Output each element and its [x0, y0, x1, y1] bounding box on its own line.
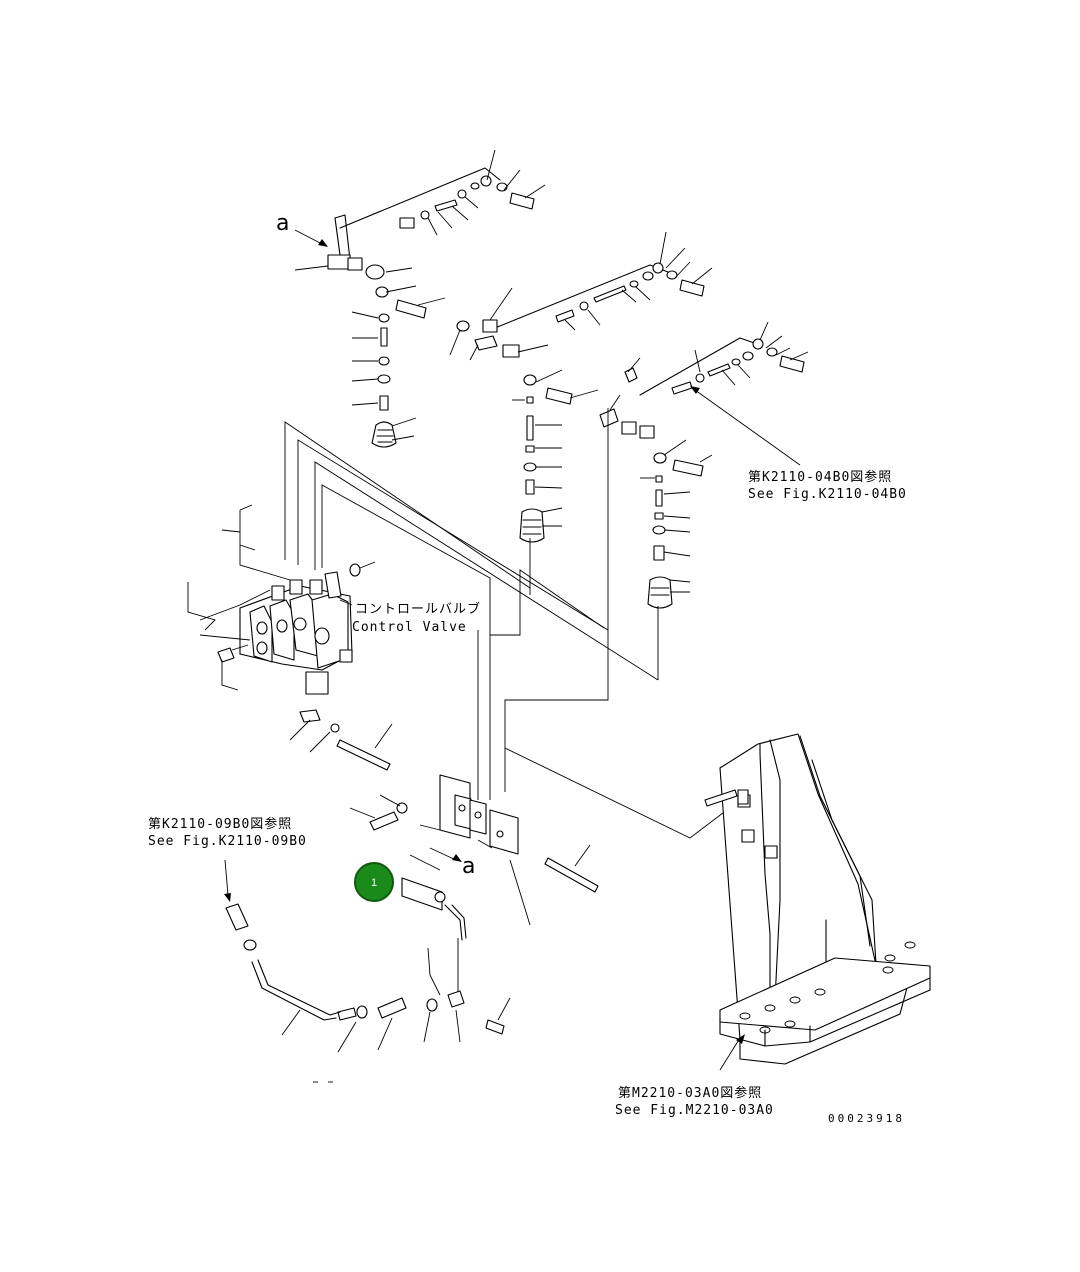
control-valve-block: [187, 504, 376, 695]
ref-m2210-03a0-en: See Fig.M2210-03A0: [615, 1103, 774, 1118]
callout-1[interactable]: 1: [354, 862, 394, 902]
cable-routing: [284, 408, 741, 839]
ref-k2110-09b0-en: See Fig.K2110-09B0: [148, 834, 307, 849]
callout-1-number[interactable]: 1: [371, 877, 377, 889]
control-valve-label-en: Control Valve: [352, 620, 467, 635]
callout-1-circle[interactable]: [354, 862, 394, 902]
view-a-mid: a: [429, 847, 475, 879]
ref-m2210-03a0-jp: 第M2210-03A0図参照: [618, 1085, 762, 1101]
view-a-mid-label: a: [462, 854, 475, 879]
linkage-middle: [449, 231, 713, 543]
ref-k2110-04b0-en: See Fig.K2110-04B0: [748, 487, 907, 502]
linkage-left: [294, 149, 546, 448]
view-a-top-label: a: [276, 211, 289, 236]
view-a-top: a: [276, 211, 328, 247]
lever-bracket: [289, 709, 599, 926]
ref-k2110-09b0-jp: 第K2110-09B0図参照: [148, 816, 292, 832]
drawing-number: 00023918: [828, 1112, 905, 1125]
control-valve-label-jp: コントロールバルブ: [355, 601, 481, 617]
frame-pedestal: [704, 733, 931, 1071]
ref-k2110-04b0-jp: 第K2110-04B0図参照: [748, 469, 892, 485]
linkage-right: [599, 321, 809, 609]
lower-lever-linkage: [224, 854, 511, 1083]
